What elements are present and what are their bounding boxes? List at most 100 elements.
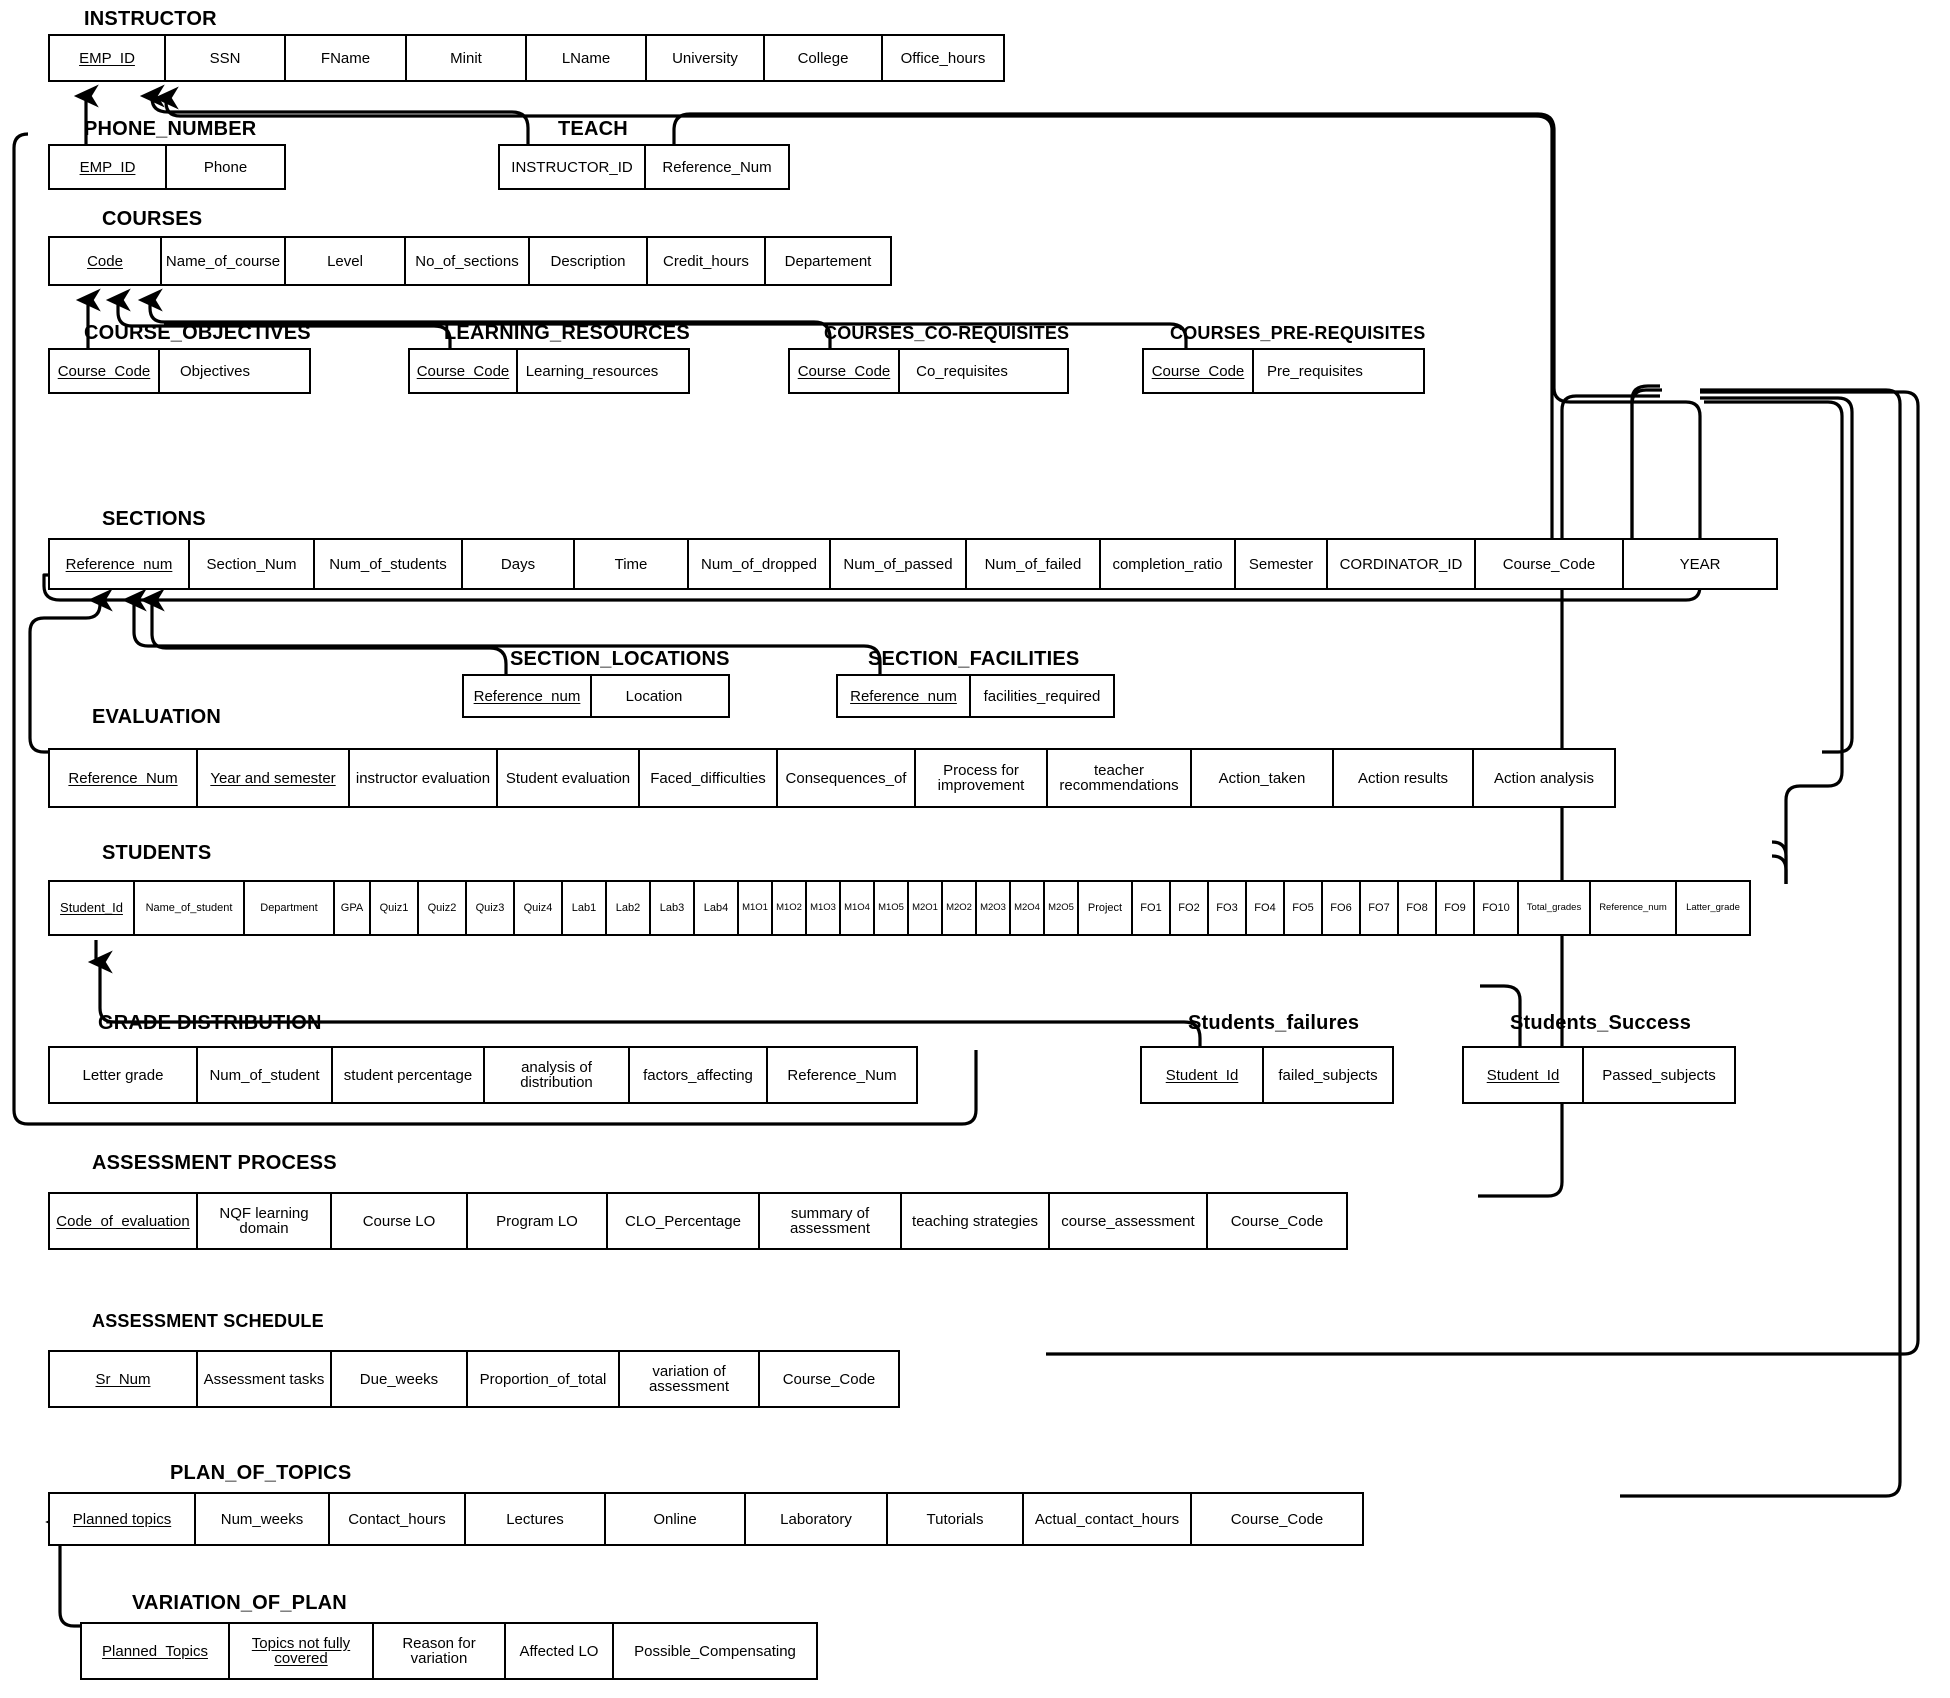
attribute-evaluation-3: Student evaluation [498,750,640,806]
attribute-phone_number-0: EMP_ID [50,146,167,188]
attribute-sections-10: CORDINATOR_ID [1328,540,1476,588]
attribute-evaluation-5: Consequences_of [778,750,916,806]
attribute-students-34: Reference_num [1591,882,1677,934]
attribute-assessment_process-0: Code_of_evaluation [50,1194,198,1248]
attribute-evaluation-1: Year and semester [198,750,350,806]
attribute-sections-4: Time [575,540,689,588]
rail-students-reference-num [1704,400,1844,884]
attribute-evaluation-2: instructor evaluation [350,750,498,806]
entity-title-variation_of_plan: VARIATION_OF_PLAN [132,1592,347,1614]
attribute-sections-7: Num_of_failed [967,540,1101,588]
entity-title-section_facilities: SECTION_FACILITIES [868,648,1080,670]
attribute-sections-9: Semester [1236,540,1328,588]
fk-section-locations-to-sections [139,588,508,676]
attribute-plan_of_topics-5: Laboratory [746,1494,888,1544]
attribute-students-4: Quiz1 [371,882,419,934]
attribute-students-21: M2O5 [1045,882,1079,934]
attribute-assessment_process-7: course_assessment [1050,1194,1208,1248]
attribute-variation_of_plan-3: Affected LO [506,1624,614,1678]
entity-title-teach: TEACH [558,118,628,140]
attribute-courses_pre_requisites-0: Course_Code [1144,350,1254,392]
attribute-instructor-4: LName [527,36,647,80]
attribute-plan_of_topics-6: Tutorials [888,1494,1024,1544]
attribute-students_failures-0: Student_Id [1142,1048,1264,1102]
attribute-students_success-1: Passed_subjects [1584,1048,1734,1102]
attribute-assessment_schedule-5: Course_Code [760,1352,898,1406]
attribute-variation_of_plan-1: Topics not fully covered [230,1624,374,1678]
attribute-plan_of_topics-3: Lectures [466,1494,606,1544]
attribute-students-27: FO5 [1285,882,1323,934]
attribute-learning_resources-0: Course_Code [410,350,518,392]
attribute-grade_distribution-4: factors_affecting [630,1048,768,1102]
attribute-students-13: M1O2 [773,882,807,934]
attribute-courses-0: Code [50,238,162,284]
entity-title-students: STUDENTS [102,842,212,864]
attribute-plan_of_topics-8: Course_Code [1192,1494,1362,1544]
attribute-students-19: M2O3 [977,882,1011,934]
attribute-students-33: Total_grades [1519,882,1591,934]
attribute-plan_of_topics-1: Num_weeks [196,1494,330,1544]
entity-title-evaluation: EVALUATION [92,706,222,728]
attribute-instructor-1: SSN [166,36,286,80]
attribute-courses-6: Departement [766,238,890,284]
attribute-learning_resources-1: Learning_resources [518,350,666,392]
attribute-courses-2: Level [286,238,406,284]
attribute-instructor-5: University [647,36,765,80]
attribute-students-29: FO7 [1361,882,1399,934]
attribute-students-16: M1O5 [875,882,909,934]
attribute-courses_pre_requisites-1: Pre_requisites [1254,350,1376,392]
attribute-students-30: FO8 [1399,882,1437,934]
attribute-plan_of_topics-2: Contact_hours [330,1494,466,1544]
attribute-students-9: Lab2 [607,882,651,934]
entity-title-course_objectives: COURSE_OBJECTIVES [84,322,311,344]
entity-title-plan_of_topics: PLAN_OF_TOPICS [170,1462,352,1484]
attribute-assessment_process-1: NQF learning domain [198,1194,332,1248]
attribute-students-3: GPA [335,882,371,934]
attribute-students-28: FO6 [1323,882,1361,934]
attribute-instructor-0: EMP_ID [50,36,166,80]
attribute-assessment_schedule-0: Sr_Num [50,1352,198,1406]
entity-title-phone_number: PHONE_NUMBER [84,118,257,140]
attribute-phone_number-1: Phone [167,146,284,188]
attribute-students_success-0: Student_Id [1464,1048,1584,1102]
entity-title-learning_resources: LEARNING_RESOURCES [444,322,690,344]
attribute-assessment_schedule-4: variation of assessment [620,1352,760,1406]
attribute-courses-4: Description [530,238,648,284]
attribute-sections-1: Section_Num [190,540,315,588]
attribute-grade_distribution-2: student percentage [333,1048,485,1102]
attribute-evaluation-10: Action analysis [1474,750,1614,806]
attribute-courses-5: Credit_hours [648,238,766,284]
attribute-students-35: Latter_grade [1677,882,1749,934]
attribute-students-23: FO1 [1133,882,1171,934]
attribute-instructor-6: College [765,36,883,80]
attribute-students-7: Quiz4 [515,882,563,934]
entity-title-students_success: Students_Success [1510,1012,1692,1034]
attribute-students-25: FO3 [1209,882,1247,934]
attribute-sections-12: YEAR [1624,540,1776,588]
entity-title-courses_pre_requisites: COURSES_PRE-REQUISITES [1170,323,1426,343]
attribute-course_objectives-1: Objectives [160,350,270,392]
attribute-variation_of_plan-0: Planned_Topics [82,1624,230,1678]
entity-title-courses_co_requisites: COURSES_CO-REQUISITES [824,323,1070,343]
entity-title-instructor: INSTRUCTOR [84,8,217,30]
attribute-students-1: Name_of_student [135,882,245,934]
attribute-students-17: M2O1 [909,882,943,934]
